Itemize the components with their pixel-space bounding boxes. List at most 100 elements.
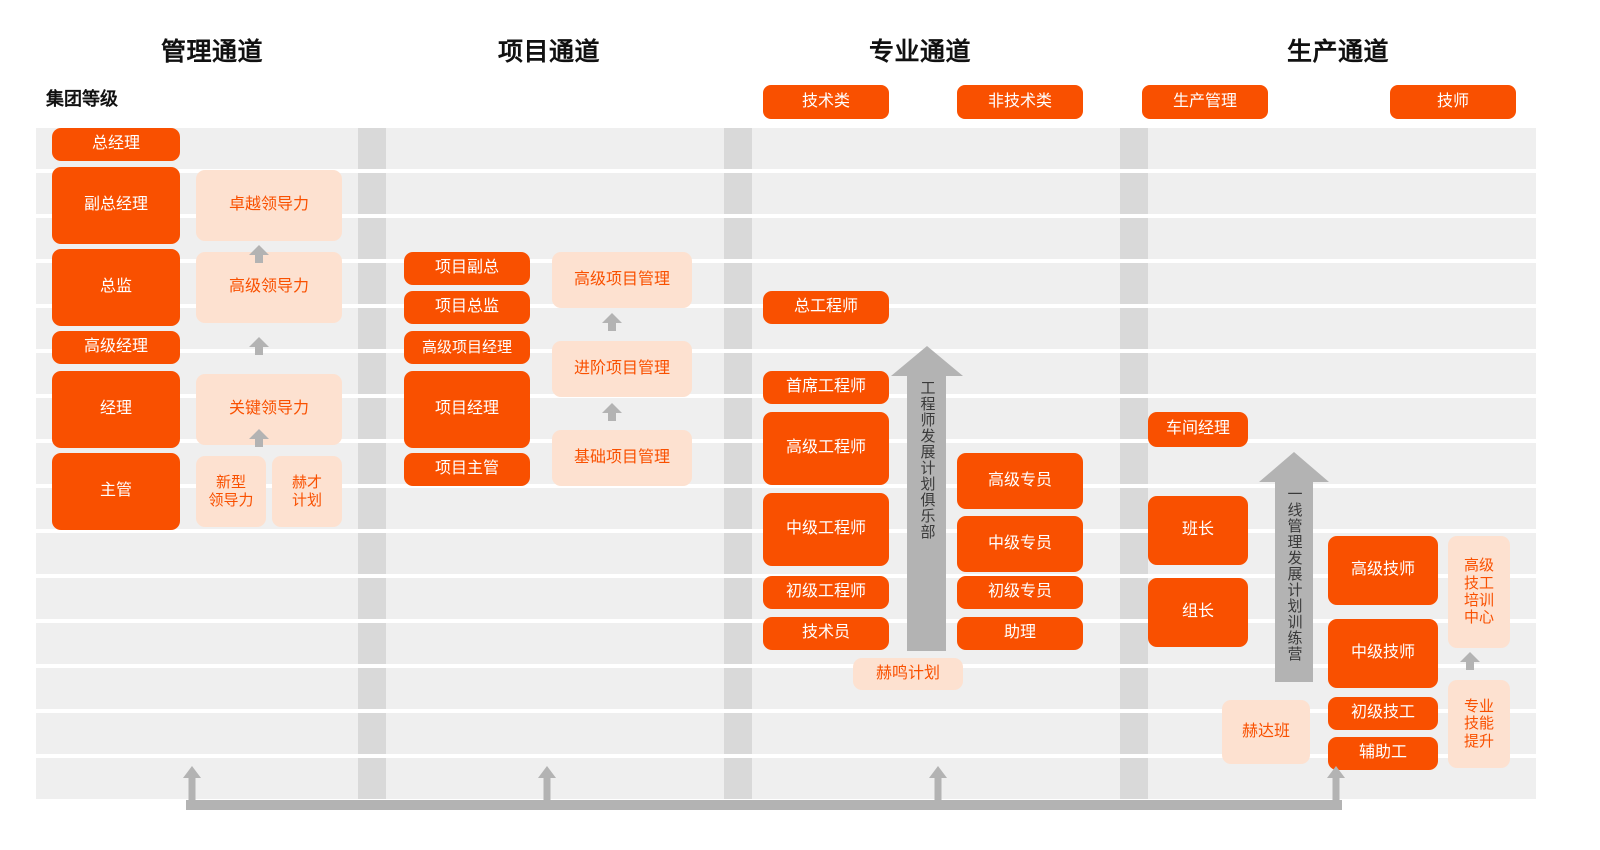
channel-separator-band <box>724 353 752 394</box>
management-position[interactable]: 总监 <box>52 249 180 326</box>
channel-separator-band <box>1120 443 1148 484</box>
management-position[interactable]: 高级经理 <box>52 331 180 364</box>
project-position[interactable]: 项目副总 <box>404 252 530 285</box>
up-arrow-icon <box>248 336 270 356</box>
channel-separator-band <box>1120 758 1148 799</box>
technician-position[interactable]: 辅助工 <box>1328 737 1438 770</box>
project-position[interactable]: 项目总监 <box>404 291 530 324</box>
channel-separator-band <box>1120 173 1148 214</box>
channel-separator-band <box>1120 488 1148 529</box>
up-arrow-icon <box>601 312 623 332</box>
channel-separator-band <box>724 263 752 304</box>
channel-title-2: 项目通道 <box>497 38 601 66</box>
category-pill[interactable]: 技师 <box>1390 85 1516 119</box>
technician-position[interactable]: 高级技师 <box>1328 536 1438 605</box>
technical-position[interactable]: 技术员 <box>763 617 889 650</box>
professional-program[interactable]: 赫鸣计划 <box>853 658 963 690</box>
technical-position[interactable]: 总工程师 <box>763 291 889 324</box>
engineer-development-arrow-label: 工程师发展计划俱乐部 <box>918 380 936 540</box>
management-program[interactable]: 赫才计划 <box>272 456 342 527</box>
channel-separator-band <box>1120 623 1148 664</box>
management-program[interactable]: 高级领导力 <box>196 252 342 323</box>
project-position[interactable]: 项目主管 <box>404 453 530 486</box>
up-arrow-icon <box>601 402 623 422</box>
channel-separator-band <box>724 623 752 664</box>
bottom-connector <box>166 766 1362 826</box>
grade-axis-label: 集团等级 <box>46 89 118 109</box>
management-position[interactable]: 副总经理 <box>52 167 180 244</box>
channel-separator-band <box>724 578 752 619</box>
channel-title-1: 管理通道 <box>160 38 264 66</box>
production-management-position[interactable]: 组长 <box>1148 578 1248 647</box>
technical-position[interactable]: 中级工程师 <box>763 493 889 566</box>
project-position[interactable]: 高级项目经理 <box>404 331 530 364</box>
production-management-position[interactable]: 车间经理 <box>1148 412 1248 447</box>
technician-position[interactable]: 中级技师 <box>1328 619 1438 688</box>
channel-separator-band <box>1120 308 1148 349</box>
channel-separator-band <box>1120 578 1148 619</box>
channel-separator-band <box>724 443 752 484</box>
category-pill[interactable]: 非技术类 <box>957 85 1083 119</box>
production-management-position[interactable]: 班长 <box>1148 496 1248 565</box>
frontline-management-arrow-label: 一线管理发展计划训练营 <box>1285 486 1303 662</box>
up-arrow-icon <box>1459 651 1481 671</box>
channel-separator-band <box>724 308 752 349</box>
channel-separator-band <box>358 173 386 214</box>
grade-row <box>36 128 1536 169</box>
project-program[interactable]: 高级项目管理 <box>552 252 692 308</box>
channel-title-3: 专业通道 <box>868 38 972 66</box>
channel-separator-band <box>724 758 752 799</box>
channel-separator-band <box>358 713 386 754</box>
channel-separator-band <box>1120 713 1148 754</box>
channel-title-4: 生产通道 <box>1286 38 1390 66</box>
non-technical-position[interactable]: 助理 <box>957 617 1083 650</box>
management-program[interactable]: 关键领导力 <box>196 374 342 445</box>
channel-separator-band <box>1120 353 1148 394</box>
project-program[interactable]: 基础项目管理 <box>552 430 692 486</box>
channel-separator-band <box>358 578 386 619</box>
project-program[interactable]: 进阶项目管理 <box>552 341 692 397</box>
non-technical-position[interactable]: 中级专员 <box>957 516 1083 572</box>
channel-separator-band <box>358 218 386 259</box>
channel-separator-band <box>358 758 386 799</box>
channel-separator-band <box>1120 668 1148 709</box>
channel-separator-band <box>358 308 386 349</box>
channel-separator-band <box>1120 263 1148 304</box>
management-position[interactable]: 主管 <box>52 453 180 530</box>
channel-separator-band <box>358 263 386 304</box>
channel-separator-band <box>1120 398 1148 439</box>
channel-separator-band <box>358 488 386 529</box>
channel-separator-band <box>724 668 752 709</box>
up-arrow-icon <box>248 244 270 264</box>
technical-position[interactable]: 初级工程师 <box>763 576 889 609</box>
channel-separator-band <box>358 353 386 394</box>
management-position[interactable]: 总经理 <box>52 128 180 161</box>
grade-row <box>36 713 1536 754</box>
grade-row <box>36 758 1536 799</box>
channel-separator-band <box>358 128 386 169</box>
non-technical-position[interactable]: 初级专员 <box>957 576 1083 609</box>
channel-separator-band <box>724 713 752 754</box>
channel-separator-band <box>358 533 386 574</box>
management-program[interactable]: 卓越领导力 <box>196 170 342 241</box>
technical-position[interactable]: 首席工程师 <box>763 371 889 404</box>
engineer-development-arrow: 工程师发展计划俱乐部 <box>891 346 963 651</box>
channel-separator-band <box>358 443 386 484</box>
technical-position[interactable]: 高级工程师 <box>763 412 889 485</box>
channel-separator-band <box>724 218 752 259</box>
production-program[interactable]: 高级技工培训中心 <box>1448 536 1510 648</box>
channel-separator-band <box>1120 128 1148 169</box>
production-program[interactable]: 专业技能提升 <box>1448 680 1510 768</box>
channel-separator-band <box>724 488 752 529</box>
technician-position[interactable]: 初级技工 <box>1328 697 1438 730</box>
non-technical-position[interactable]: 高级专员 <box>957 453 1083 509</box>
project-position[interactable]: 项目经理 <box>404 371 530 448</box>
category-pill[interactable]: 生产管理 <box>1142 85 1268 119</box>
category-pill[interactable]: 技术类 <box>763 85 889 119</box>
channel-separator-band <box>724 173 752 214</box>
channel-separator-band <box>724 398 752 439</box>
management-program[interactable]: 新型领导力 <box>196 456 266 527</box>
production-program[interactable]: 赫达班 <box>1222 700 1310 764</box>
management-position[interactable]: 经理 <box>52 371 180 448</box>
